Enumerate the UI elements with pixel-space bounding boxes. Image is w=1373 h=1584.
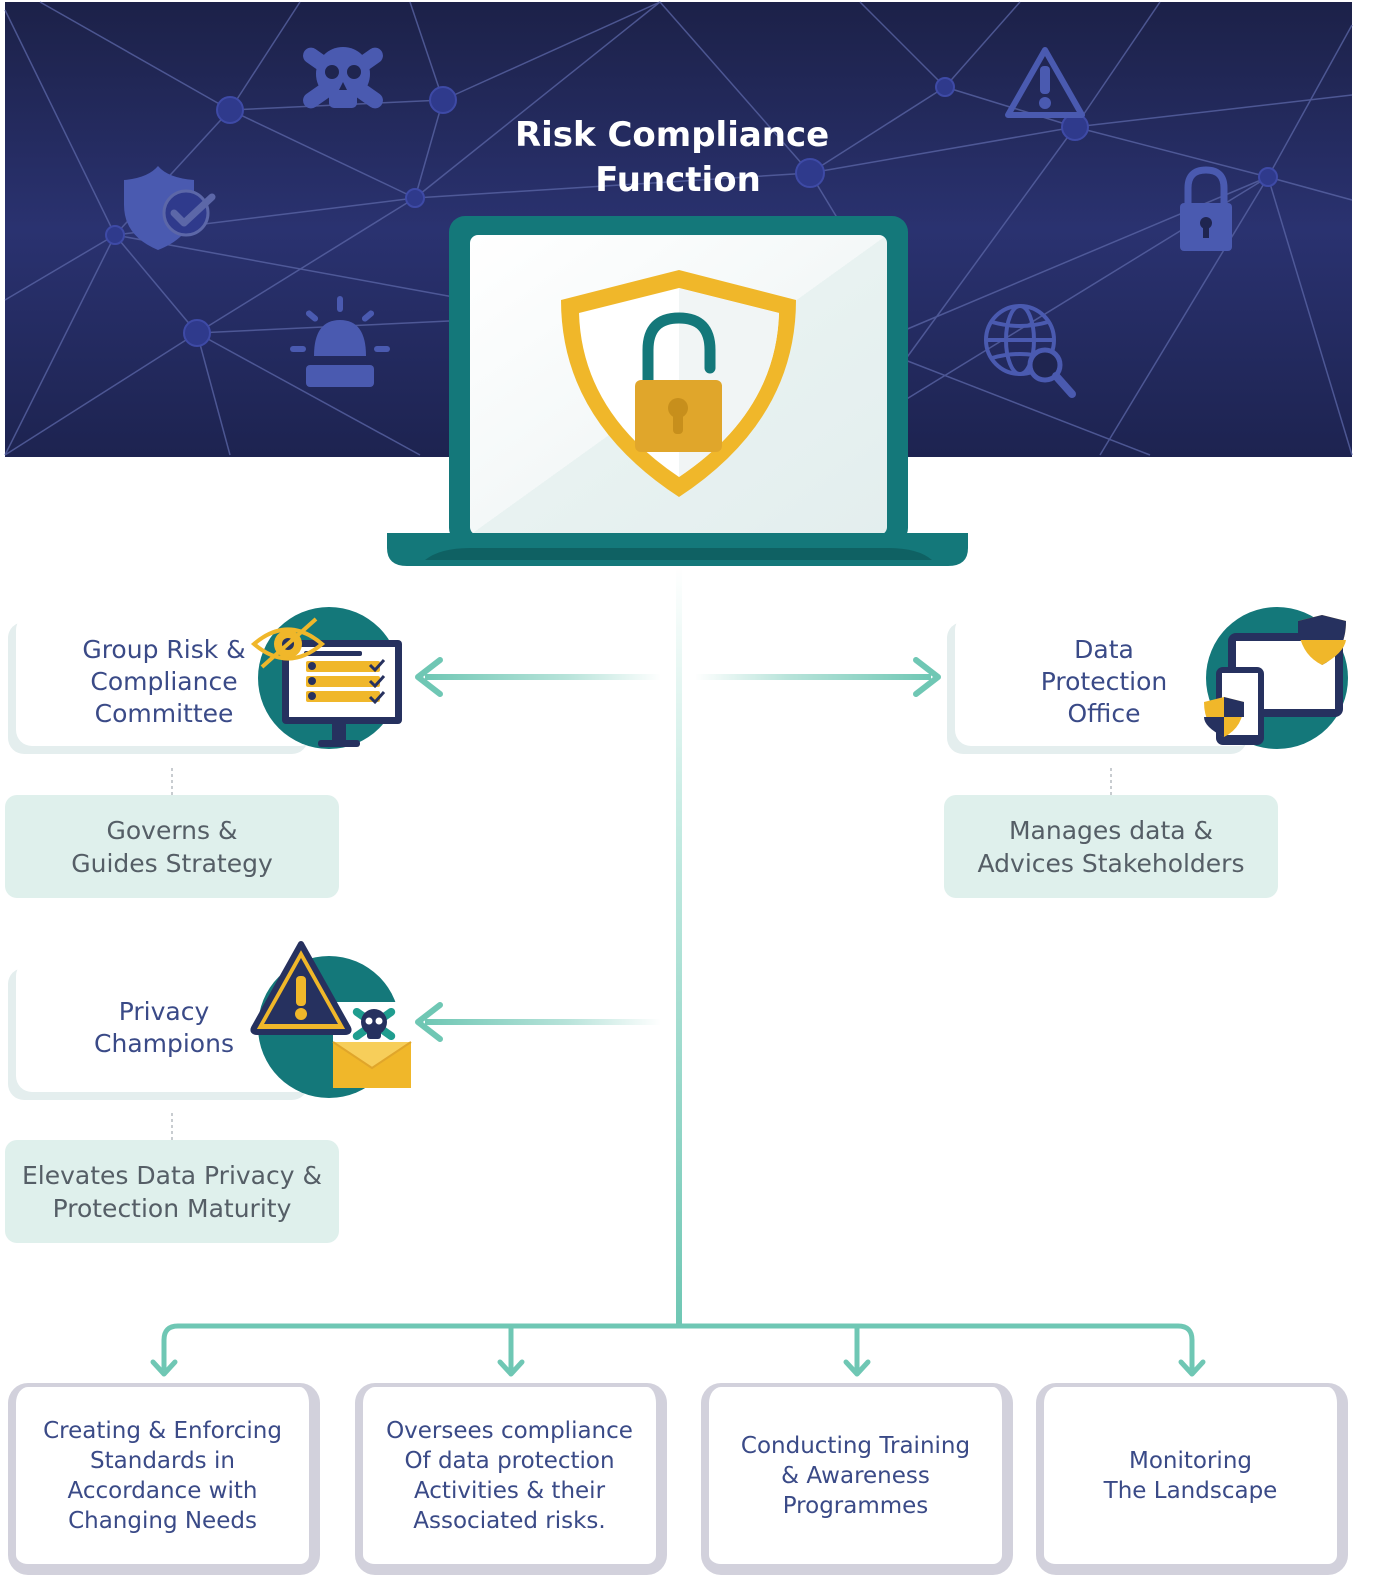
group-risk-description: Governs & Guides Strategy	[5, 795, 339, 898]
monitor-checklist-eye-icon	[250, 617, 402, 747]
padlock-icon	[1180, 166, 1232, 251]
group-risk-icon-badge	[250, 607, 402, 749]
diagram-title: Risk Compliance Function	[515, 115, 841, 200]
activity-box-training: Conducting Training & Awareness Programm…	[701, 1383, 1013, 1575]
privacy-description: Elevates Data Privacy & Protection Matur…	[5, 1140, 339, 1243]
arrow-to-data-protection	[695, 674, 931, 680]
globe-search-icon	[984, 304, 1076, 398]
activity-box-monitoring: Monitoring The Landscape	[1036, 1383, 1348, 1575]
activity-box-standards: Creating & Enforcing Standards in Accord…	[8, 1383, 320, 1575]
shield-padlock-icon	[561, 270, 796, 497]
arrow-to-privacy	[425, 1019, 661, 1025]
devices-shield-icon	[1204, 615, 1346, 745]
activity-box-oversees-compliance: Oversees compliance Of data protection A…	[355, 1383, 667, 1575]
skull-crossbones-icon	[303, 47, 383, 109]
privacy-icon-badge	[250, 941, 412, 1098]
diagram-title-line-1: Risk Compliance	[515, 115, 829, 155]
laptop-illustration	[387, 216, 968, 566]
data-protection-card	[955, 614, 1255, 746]
arrow-to-group-risk	[425, 674, 661, 680]
warning-triangle-icon	[1005, 47, 1085, 118]
group-risk-label: Group Risk & Compliance Committee	[82, 635, 246, 728]
network-nodes	[105, 77, 1278, 347]
data-protection-label: Data Protection Office	[1040, 635, 1168, 728]
activities-branch	[161, 1323, 1195, 1370]
connectors	[150, 566, 1206, 1377]
data-protection-icon-badge	[1204, 607, 1348, 749]
diagram-title-line-2: Function	[595, 160, 761, 200]
data-protection-description: Manages data & Advices Stakeholders	[944, 795, 1278, 898]
shield-check-icon	[124, 166, 216, 250]
main-stem	[676, 566, 682, 1326]
alarm-siren-icon	[290, 296, 390, 387]
privacy-label: Privacy Champions	[94, 997, 234, 1058]
warning-envelope-skull-icon	[250, 941, 412, 1088]
